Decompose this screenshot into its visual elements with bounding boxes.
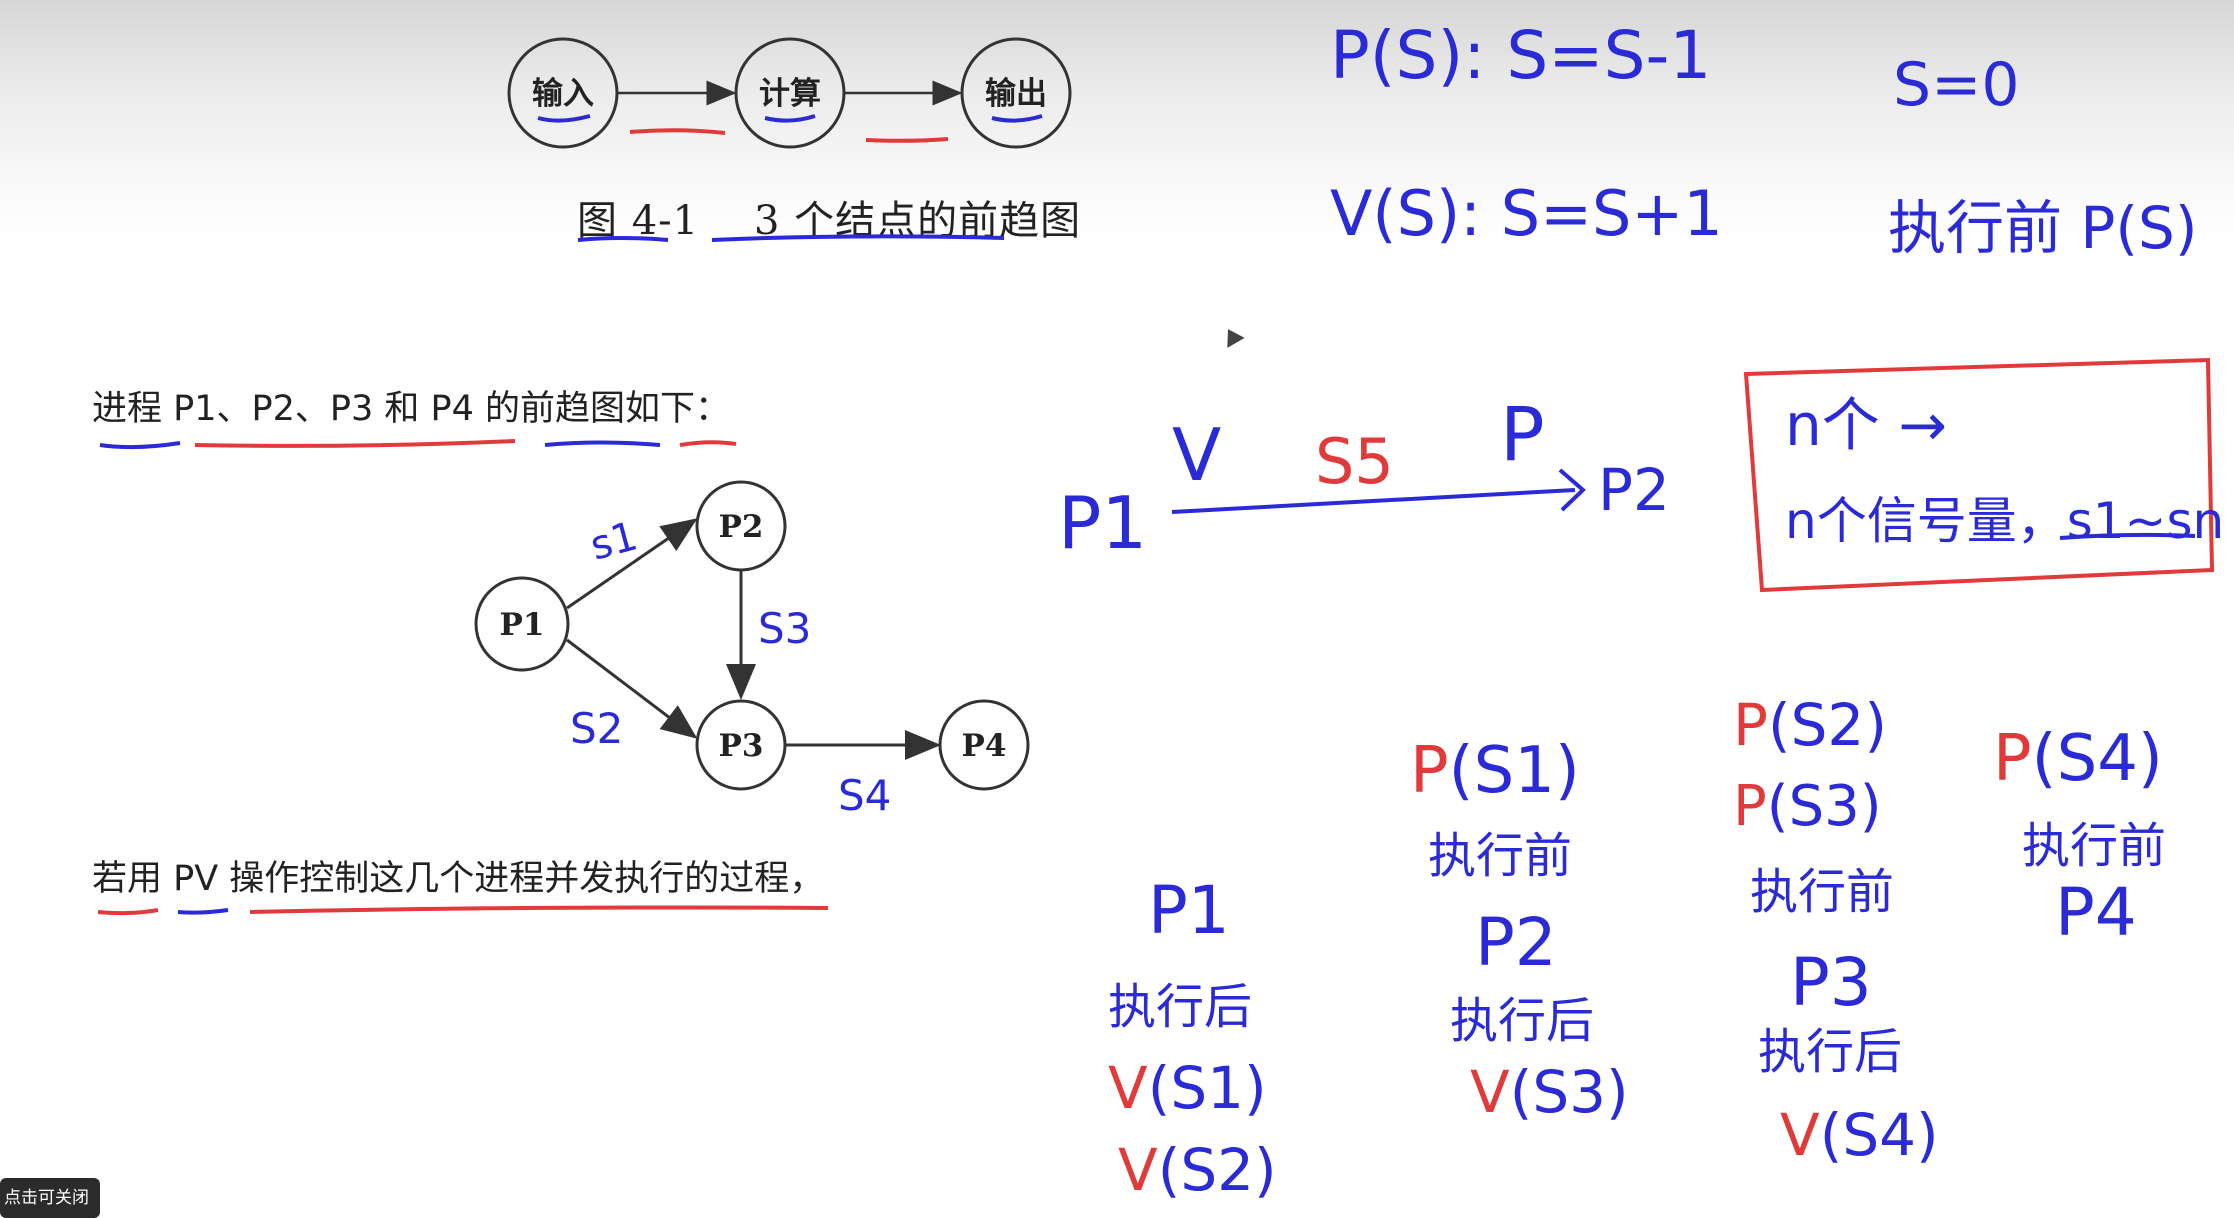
underline-control bbox=[249, 905, 829, 914]
note-box-underline bbox=[2059, 532, 2196, 540]
node-compute-label: 计算 bbox=[759, 76, 821, 112]
note-col2-exec-before: 执行前 bbox=[1428, 828, 1572, 884]
paragraph-precedence: 进程 P1、P2、P3 和 P4 的前趋图如下： bbox=[92, 389, 730, 429]
underline-caption-fig bbox=[577, 236, 669, 242]
node-p2 bbox=[695, 480, 787, 572]
note-col1-vs2: V(S2) bbox=[1118, 1136, 1277, 1204]
figure-4-1: 输入 计算 输出 bbox=[507, 37, 1072, 149]
note-col2-p2: P2 bbox=[1475, 904, 1557, 981]
underline-p-list bbox=[194, 439, 516, 448]
note-col2-exec-after: 执行后 bbox=[1450, 993, 1594, 1049]
edge-label-s4: S4 bbox=[838, 771, 891, 820]
note-v-definition: V(S): S=S+1 bbox=[1330, 177, 1723, 250]
node-p1-label: P1 bbox=[500, 607, 545, 643]
node-input-label: 输入 bbox=[532, 76, 594, 112]
note-arrow-p: P bbox=[1500, 392, 1545, 478]
node-output-label: 输出 bbox=[985, 76, 1047, 112]
node-p4 bbox=[938, 699, 1030, 791]
note-col2-vs3: V(S3) bbox=[1470, 1058, 1629, 1126]
close-hint-toast[interactable]: 点击可关闭 bbox=[0, 1178, 100, 1218]
note-arrow-to: P2 bbox=[1598, 456, 1670, 524]
note-arrow-head bbox=[1558, 468, 1586, 512]
note-box-line2: n个信号量，s1~sn bbox=[1785, 492, 2224, 550]
note-col3-exec-after: 执行后 bbox=[1758, 1024, 1902, 1080]
underline-process bbox=[99, 441, 181, 450]
top-gradient bbox=[0, 0, 2234, 240]
note-col3-ps3: P(S3) bbox=[1733, 774, 1882, 839]
node-p1 bbox=[474, 576, 570, 672]
edge-label-s2: S2 bbox=[570, 704, 623, 753]
node-p4-label: P4 bbox=[962, 728, 1007, 764]
note-col1-vs1: V(S1) bbox=[1108, 1054, 1267, 1122]
underline-below bbox=[679, 440, 737, 447]
precedence-graph: P1 P2 P3 P4 s1 S3 S2 S4 bbox=[474, 480, 1030, 820]
edge-p1-p2 bbox=[566, 518, 698, 610]
underline-compute bbox=[764, 114, 816, 123]
edge-label-s3: S3 bbox=[758, 604, 811, 653]
underline-caption-title bbox=[711, 234, 1005, 242]
note-col3-vs4: V(S4) bbox=[1780, 1101, 1939, 1169]
note-p-definition: P(S): S=S-1 bbox=[1330, 17, 1711, 94]
handwritten-notes: P(S): S=S-1 V(S): S=S+1 S=0 执行前 P(S) P1 … bbox=[1058, 17, 2224, 1204]
note-arrow-s5: S5 bbox=[1315, 425, 1394, 498]
underline-edge2 bbox=[865, 137, 949, 143]
note-col4-exec-before: 执行前 bbox=[2022, 818, 2166, 874]
note-arrow-line bbox=[1171, 488, 1576, 514]
note-arrow-from: P1 bbox=[1058, 481, 1147, 565]
note-s-zero: S=0 bbox=[1893, 50, 2020, 120]
note-arrow-v: V bbox=[1172, 413, 1221, 497]
note-col3-exec-before: 执行前 bbox=[1750, 864, 1894, 920]
note-col3-p3: P3 bbox=[1790, 944, 1872, 1021]
underline-input bbox=[537, 114, 591, 123]
note-col4-p4: P4 bbox=[2055, 874, 2137, 951]
node-p2-label: P2 bbox=[719, 509, 764, 545]
underline-if-use bbox=[97, 908, 159, 916]
note-col4-ps4: P(S4) bbox=[1993, 722, 2163, 796]
note-red-box bbox=[1743, 357, 2215, 593]
edge-p1-p3 bbox=[566, 638, 698, 739]
note-box-line1: n个 → bbox=[1785, 391, 1947, 459]
underline-edge1 bbox=[629, 128, 726, 135]
node-p3-label: P3 bbox=[719, 728, 764, 764]
underline-pv bbox=[177, 908, 229, 915]
underline-graph bbox=[544, 440, 661, 447]
note-col2-ps1: P(S1) bbox=[1410, 734, 1580, 808]
paragraph-pv-operation: 若用 PV 操作控制这几个进程并发执行的过程， bbox=[92, 859, 825, 899]
note-col3-ps2: P(S2) bbox=[1733, 691, 1887, 759]
note-exec-before-p: 执行前 P(S) bbox=[1888, 194, 2198, 262]
note-col1-exec-after: 执行后 bbox=[1108, 979, 1252, 1035]
underline-output bbox=[991, 114, 1043, 123]
node-p3 bbox=[695, 699, 787, 791]
note-col1-p1: P1 bbox=[1148, 872, 1230, 949]
